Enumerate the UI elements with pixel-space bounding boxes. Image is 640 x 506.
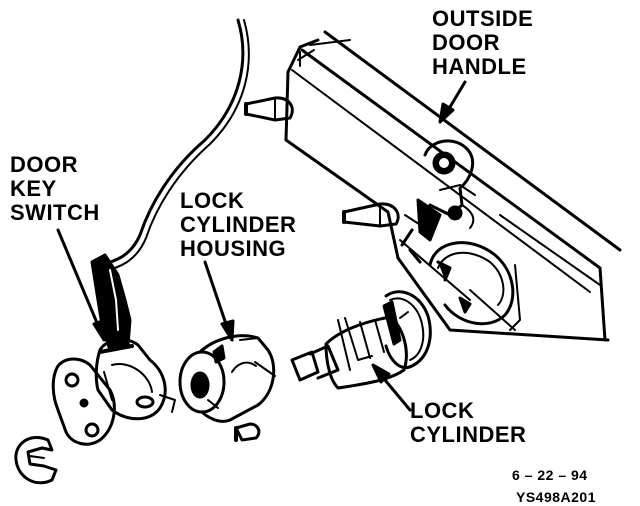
door-key-switch: [90, 253, 176, 421]
label-line: HOUSING: [180, 236, 287, 261]
door-cylinder-opening: [428, 241, 515, 326]
label-lock-cylinder: LOCK CYLINDER: [410, 400, 526, 446]
panel-clip-upper: [244, 96, 294, 122]
switch-mounting-plate: [51, 357, 116, 446]
label-line: DOOR: [10, 152, 78, 177]
door-key-switch-wire: [98, 18, 250, 272]
label-line: LOCK: [180, 188, 245, 213]
callout-arrow-door-key-switch: [56, 228, 107, 342]
label-line: CYLINDER: [180, 212, 297, 237]
label-line: KEY: [10, 176, 57, 201]
label-outside-door-handle: OUTSIDE DOOR HANDLE: [432, 8, 533, 78]
callout-arrow-lock-cylinder-housing: [203, 260, 235, 342]
label-lock-cylinder-housing: LOCK CYLINDER HOUSING: [180, 190, 296, 260]
callout-arrow-lock-cylinder: [371, 363, 412, 412]
outside-door-handle: [404, 139, 476, 242]
callout-arrow-outside-door-handle: [438, 80, 467, 124]
label-line: DOOR: [432, 30, 500, 55]
label-line: OUTSIDE: [432, 6, 534, 31]
figure-code: YS498A201: [516, 489, 597, 505]
lock-cylinder: [290, 290, 432, 390]
housing-retainer-pin: [234, 422, 261, 442]
panel-clip-lower: [342, 202, 400, 228]
label-line: CYLINDER: [410, 422, 527, 447]
label-line: SWITCH: [10, 200, 100, 225]
label-line: HANDLE: [432, 54, 527, 79]
retaining-clip: [14, 436, 58, 485]
label-door-key-switch: DOOR KEY SWITCH: [10, 154, 100, 224]
label-line: LOCK: [410, 398, 475, 423]
figure-date: 6 – 22 – 94: [512, 467, 588, 483]
door-panel: [284, 30, 622, 342]
lock-cylinder-housing: [178, 334, 276, 423]
